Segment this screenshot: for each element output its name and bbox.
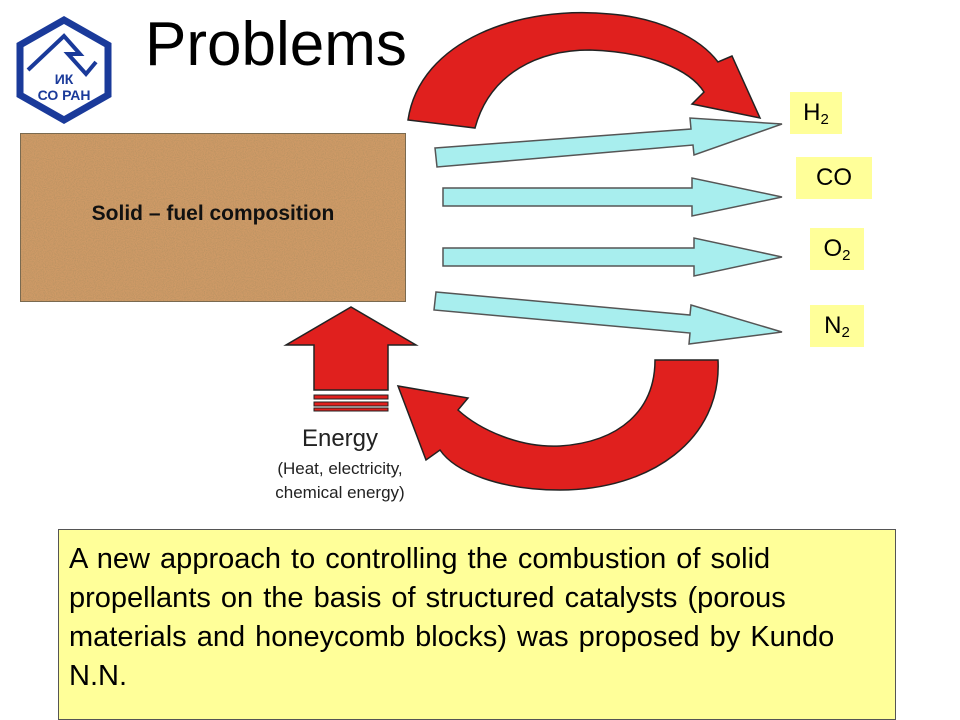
arrow-to-h2 (434, 117, 783, 168)
gas-label-o2: O2 (810, 228, 864, 270)
energy-up-arrow (283, 306, 419, 391)
energy-bar-1 (313, 394, 389, 400)
institute-logo: ИК СО РАН (16, 15, 112, 125)
solid-fuel-box: Solid – fuel composition (20, 133, 406, 302)
energy-detail-line2: chemical energy) (275, 483, 405, 502)
energy-detail-line1: (Heat, electricity, (277, 459, 403, 478)
energy-bar-3 (313, 407, 389, 412)
description-box: A new approach to controlling the combus… (58, 529, 896, 720)
fuel-texture (21, 134, 405, 301)
arrow-to-co (442, 177, 783, 217)
arrow-to-n2 (433, 291, 783, 345)
arrow-to-o2 (442, 237, 783, 277)
gas-label-co: CO (796, 157, 872, 199)
energy-label: Energy (301, 425, 379, 452)
gas-label-n2: N2 (810, 305, 864, 347)
fuel-label: Solid – fuel composition (91, 202, 335, 225)
logo-text-line2: СО РАН (38, 87, 91, 103)
energy-bar-2 (313, 401, 389, 407)
logo-text-line1: ИК (55, 71, 74, 87)
recycle-arrow-bottom (396, 359, 719, 491)
gas-label-h2: H2 (790, 92, 842, 134)
page-title: Problems (145, 10, 407, 79)
energy-label-block: Energy (Heat, electricity, chemical ener… (250, 425, 430, 505)
recycle-arrow-top (407, 11, 762, 129)
